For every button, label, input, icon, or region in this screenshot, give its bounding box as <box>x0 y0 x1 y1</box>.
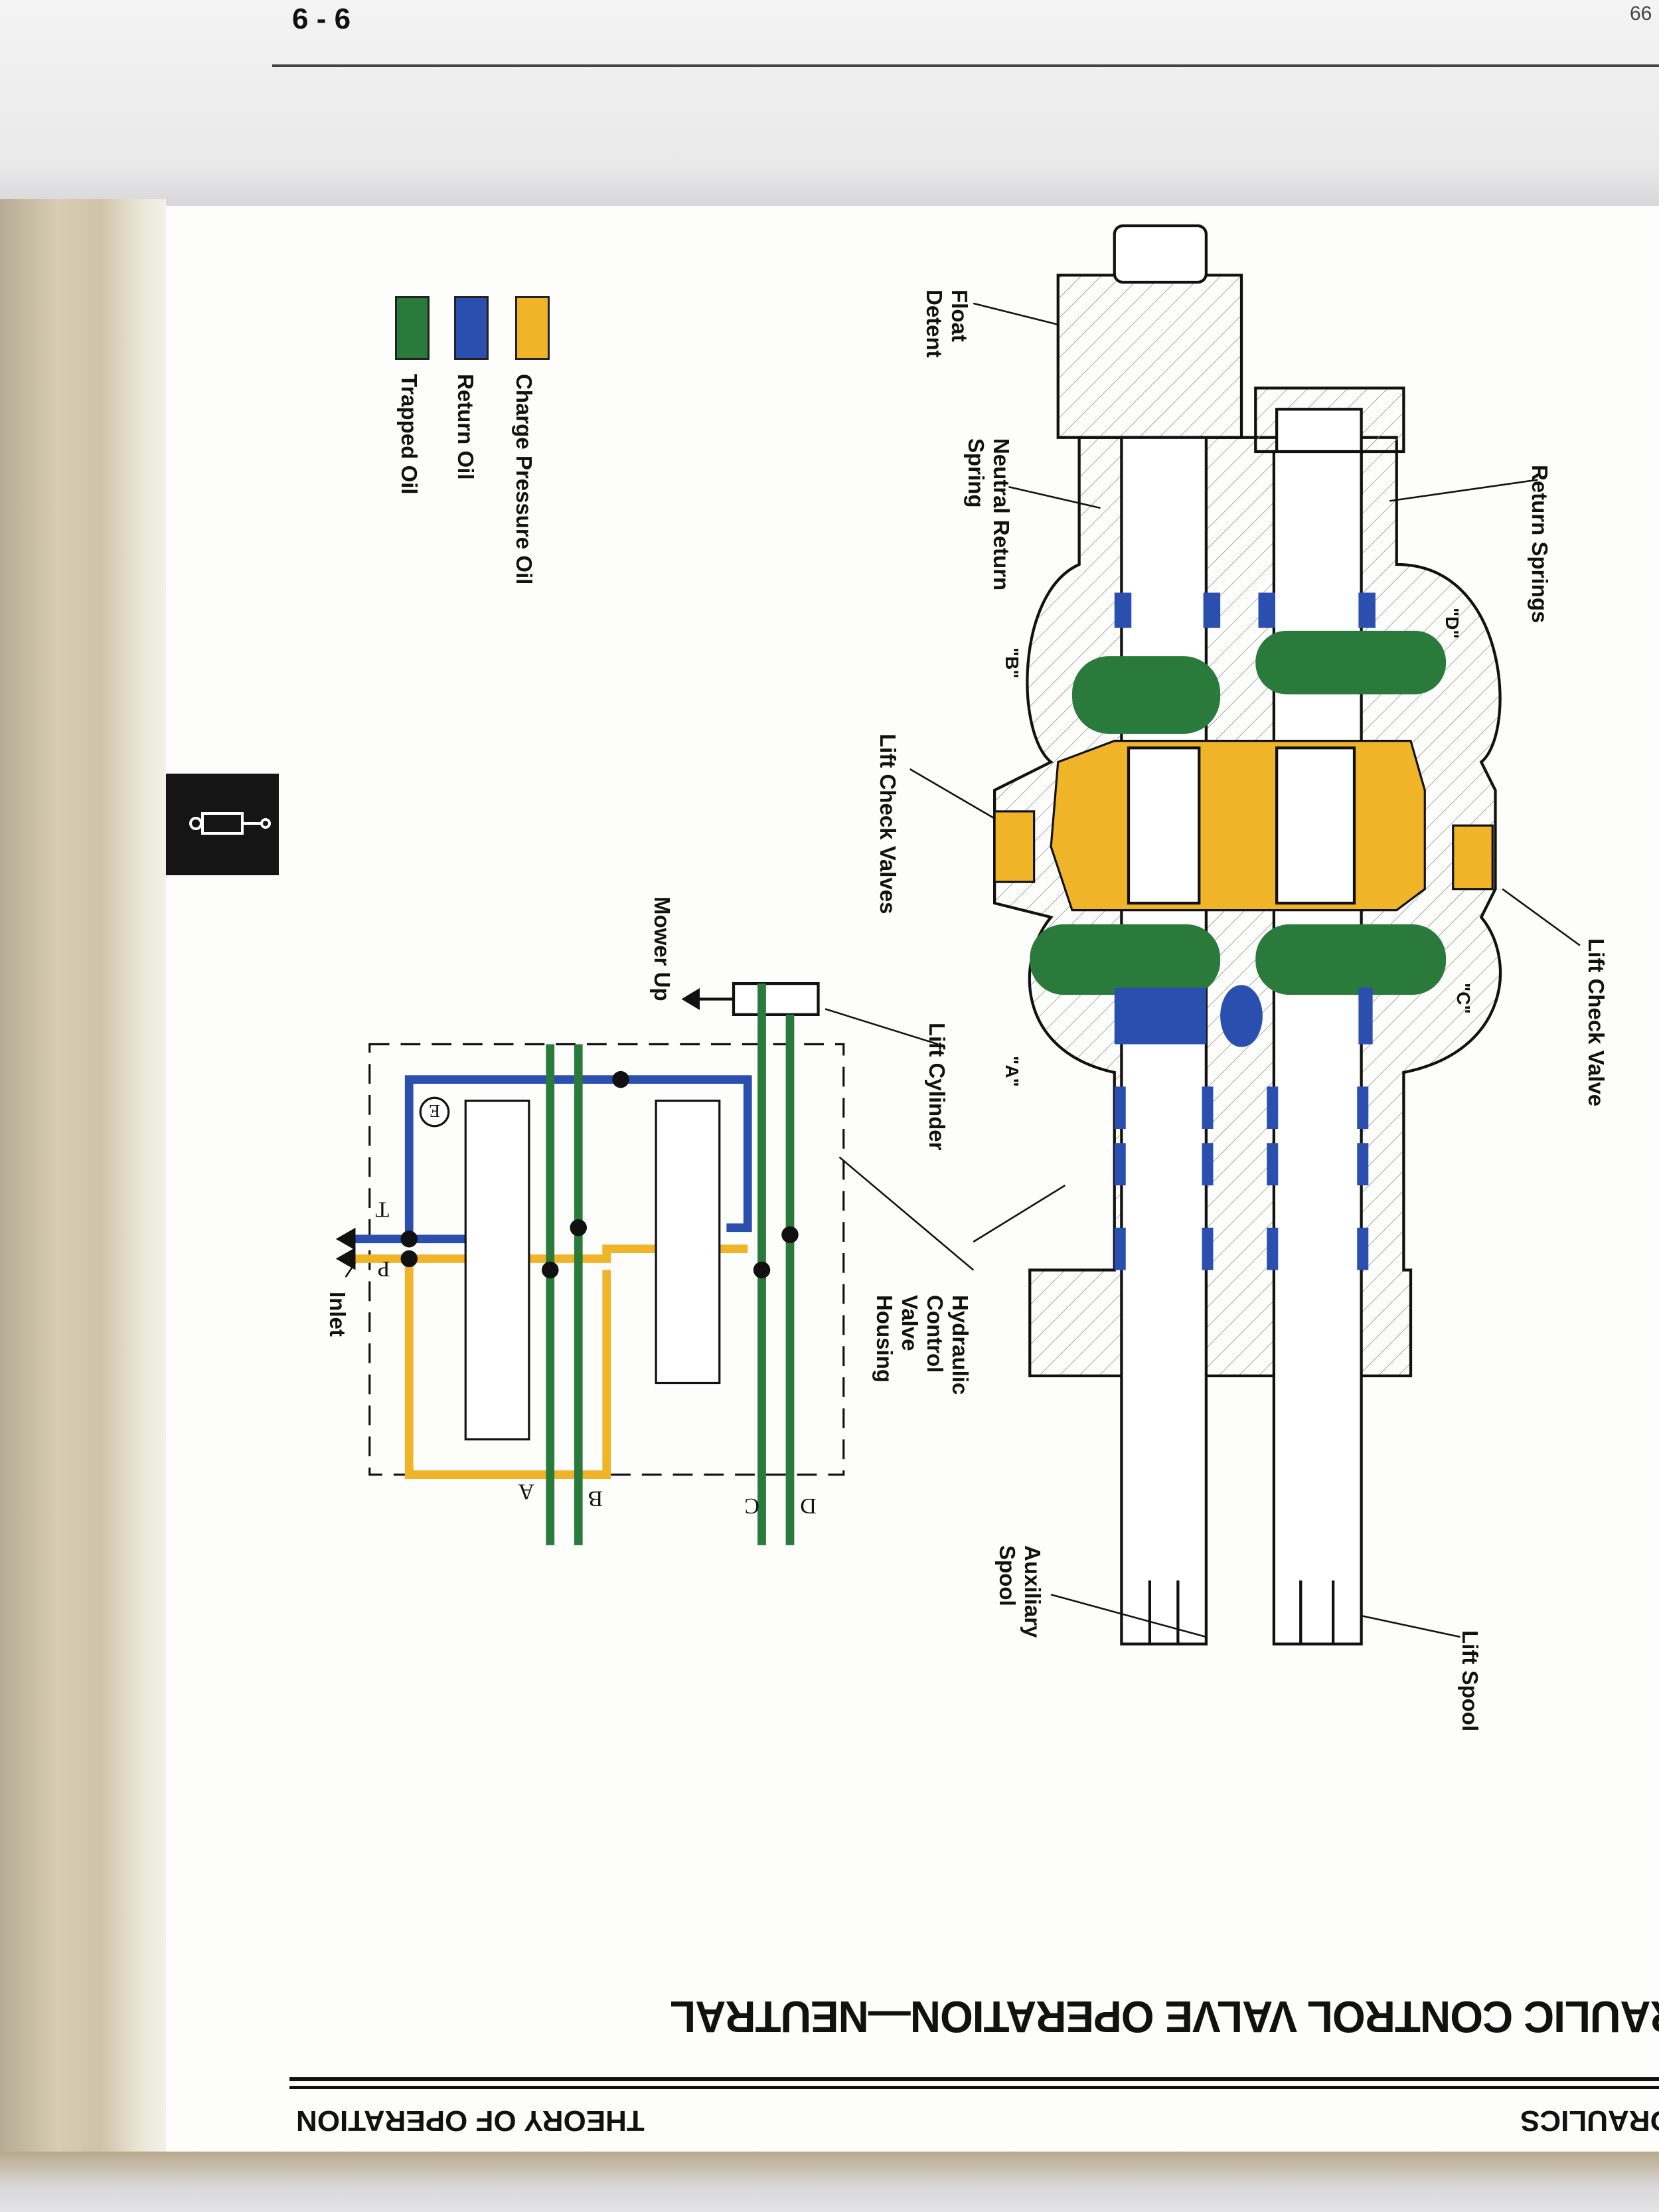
section-name: THEORY OF OPERATION <box>296 2104 645 2137</box>
port-label-c: "C" <box>1453 983 1474 1014</box>
legend-label-return: Return Oil <box>453 374 478 480</box>
port-label-d: "D" <box>1442 608 1462 639</box>
callout-housing: Hydraulic Control Valve Housing <box>872 1295 973 1395</box>
port-label-b: "B" <box>1002 647 1022 679</box>
corner-text: 66 <box>1630 3 1652 25</box>
legend-swatch-return <box>454 296 489 360</box>
callout-lift-check-valves: Lift Check Valves <box>876 734 900 914</box>
port-b: B <box>588 1486 603 1511</box>
manual-page <box>166 206 1659 2152</box>
callout-lift-check-valve: Lift Check Valve <box>1584 938 1609 1107</box>
hydraulic-cylinder-icon <box>189 812 271 835</box>
port-a: A <box>518 1480 534 1504</box>
port-c: C <box>744 1493 759 1518</box>
page-title: YDRAULIC CONTROL VALVE OPERATION—NEUTRAL <box>671 1992 1659 2042</box>
footer-rule <box>289 2077 1659 2081</box>
lift-valve-symbol <box>655 1099 721 1385</box>
port-t: T <box>375 1197 389 1222</box>
torn-page-edge <box>0 2152 1659 2212</box>
port-d: D <box>800 1493 817 1518</box>
port-label-a: "A" <box>1002 1056 1022 1087</box>
callout-neutral-return-spring: Neutral Return Spring <box>964 438 1014 591</box>
callout-auxiliary-spool: Auxiliary Spool <box>995 1545 1045 1638</box>
legend-swatch-charge <box>515 296 550 360</box>
callout-inlet: Inlet <box>325 1292 350 1337</box>
chapter-name: DRAULICS <box>1520 2104 1659 2137</box>
callout-return-springs: Return Springs <box>1528 465 1552 624</box>
previous-page-strip <box>0 0 1659 206</box>
lift-cylinder <box>732 982 820 1016</box>
auxiliary-valve-symbol <box>464 1099 530 1441</box>
lift-spool <box>1272 450 1363 1646</box>
callout-mower-up: Mower Up <box>650 896 674 1001</box>
callout-float-detent: Float Detent <box>922 290 972 358</box>
callout-lift-spool: Lift Spool <box>1458 1630 1482 1732</box>
callout-lift-cylinder: Lift Cylinder <box>925 1023 949 1151</box>
legend-label-trapped: Trapped Oil <box>397 374 422 495</box>
section-tab <box>166 774 279 875</box>
port-e: E <box>429 1101 440 1122</box>
page-number: 6 - 6 <box>292 3 351 35</box>
footer-rule-2 <box>289 2086 1659 2089</box>
book-page-edges <box>0 199 166 2212</box>
float-detent <box>1056 274 1243 439</box>
legend-label-charge: Charge Pressure Oil <box>512 374 536 585</box>
legend-swatch-trapped <box>395 296 430 360</box>
header-rule <box>272 64 1659 67</box>
port-p: P <box>378 1256 390 1281</box>
